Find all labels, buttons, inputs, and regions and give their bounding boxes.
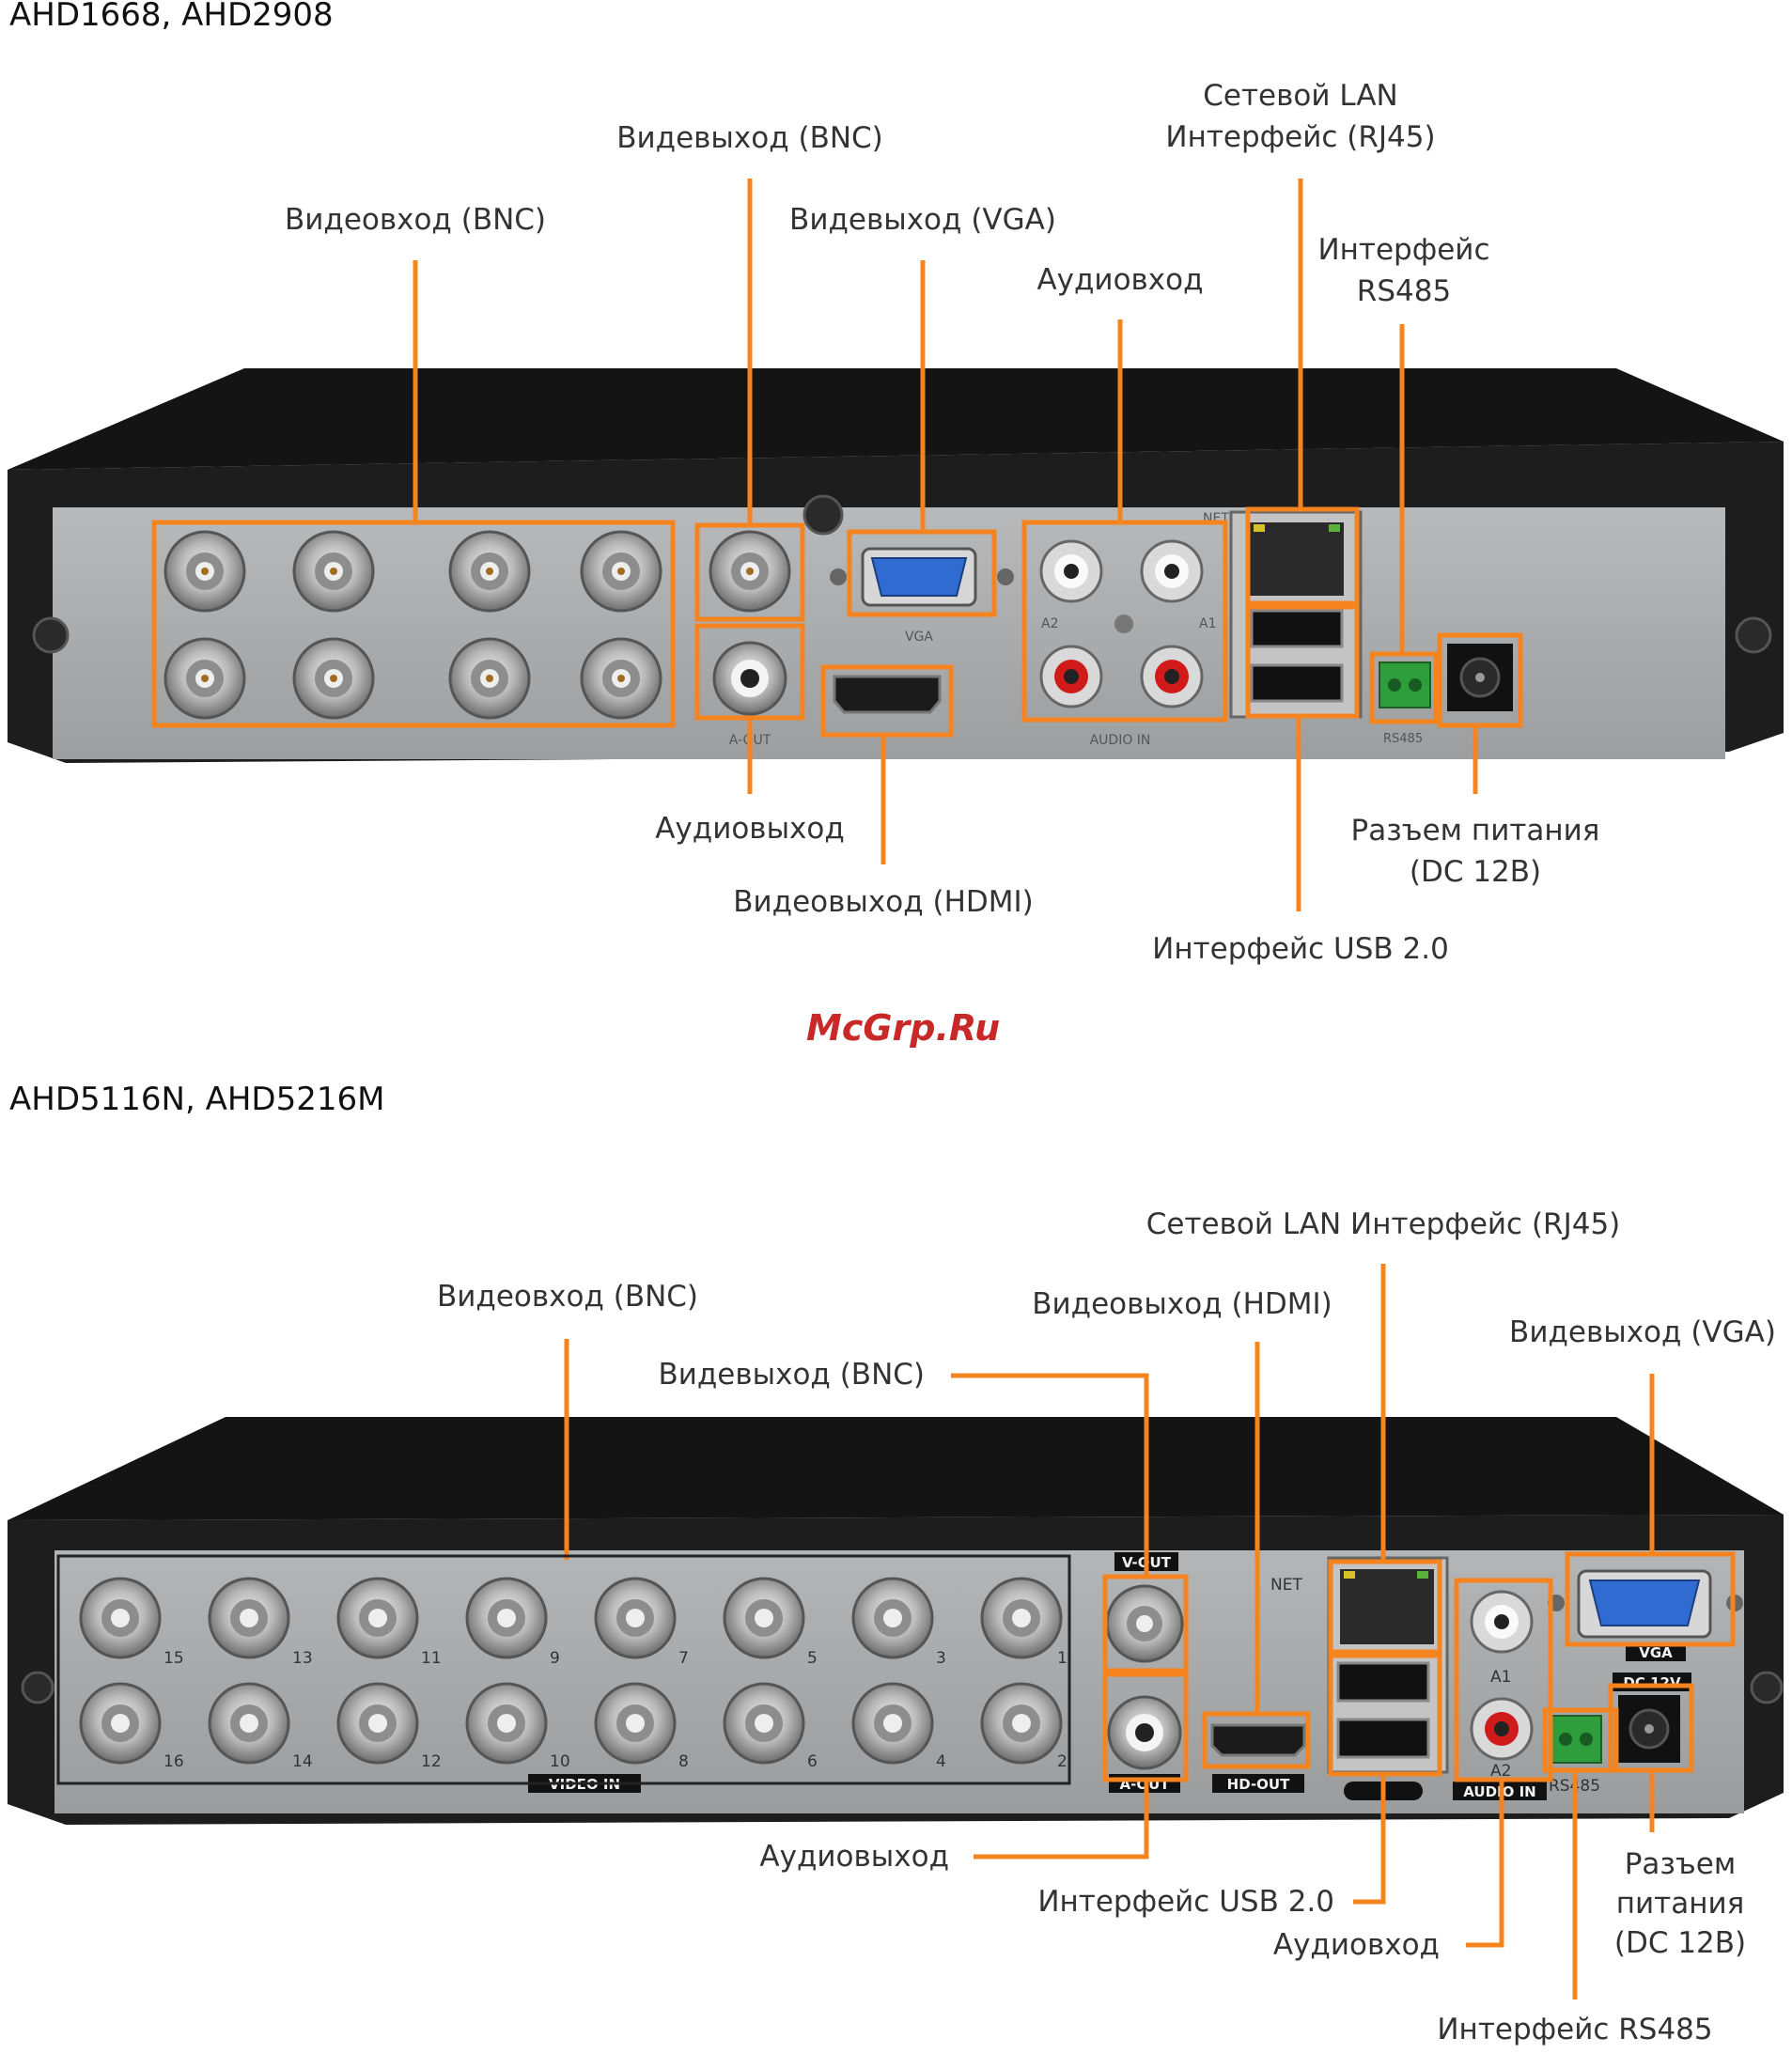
- top-audio-out-connector: [712, 641, 787, 716]
- bottom-label-audio-in: Аудиовход: [1272, 1928, 1440, 1962]
- top-bnc-inputs: [164, 530, 662, 720]
- top-mark-a2: A2: [1041, 616, 1058, 631]
- bottom-dc-connector: [1618, 1695, 1680, 1763]
- top-label-rs485-line2: RS485: [1356, 274, 1452, 308]
- top-label-rs485-line1: Интерфейс: [1317, 233, 1490, 267]
- watermark: McGrp.Ru: [806, 1007, 1001, 1049]
- top-audio-in-connectors: [1039, 539, 1204, 708]
- top-video-out-bnc-connector: [709, 530, 791, 613]
- top-title: AHD1668, AHD2908: [9, 0, 334, 34]
- top-mark-a1: A1: [1199, 616, 1216, 631]
- bottom-label-video-out-vga: Видевыход (VGA): [1509, 1315, 1776, 1349]
- top-mark-rs485: RS485: [1383, 732, 1423, 746]
- channel-number: 3: [936, 1649, 946, 1668]
- mark-a2: A2: [1490, 1762, 1511, 1781]
- bottom-label-audio-out: Аудиовыход: [759, 1840, 949, 1874]
- top-leader-lines: [413, 179, 1478, 911]
- bottom-audio-out-connector: [1107, 1695, 1182, 1770]
- bottom-video-in-outline: [56, 1554, 1071, 1785]
- top-label-audio-out: Аудиовыход: [655, 812, 845, 846]
- channel-number: 13: [292, 1649, 313, 1668]
- channel-number: 12: [421, 1752, 442, 1771]
- bottom-silkscreen-tags: V-OUT A-OUT HD-OUT VIDEO IN VGA DC 12V A…: [528, 1552, 1691, 1800]
- top-mark-vga: VGA: [905, 630, 933, 645]
- top-chassis-lid: [8, 368, 1784, 470]
- top-label-video-in: Видеовход (BNC): [284, 203, 547, 237]
- top-label-power-line2: (DC 12В): [1409, 855, 1542, 889]
- bottom-label-power-line1: Разъем: [1624, 1847, 1737, 1881]
- channel-number: 14: [292, 1752, 313, 1771]
- top-mark-audio-in: AUDIO IN: [1090, 733, 1151, 748]
- bottom-audio-in-connectors: [1470, 1590, 1534, 1761]
- bottom-channel-numbers: 15 13 11 9 7 5 3 1 16 14 12 10 8 6 4 2: [164, 1649, 1067, 1771]
- channel-number: 2: [1057, 1752, 1067, 1771]
- bottom-label-usb: Интерфейс USB 2.0: [1037, 1885, 1334, 1919]
- top-label-video-out-vga: Видевыход (VGA): [789, 203, 1056, 237]
- top-device-illustration: VGA AUDIO IN NET A-OUT A1 A2 RS485: [8, 179, 1784, 911]
- mark-hd-out: HD-OUT: [1227, 1776, 1290, 1793]
- top-net-usb-block: [1229, 510, 1363, 719]
- mark-vga: VGA: [1639, 1644, 1673, 1661]
- bottom-net-usb-block: [1327, 1556, 1449, 1774]
- bottom-label-video-out-hdmi: Видеовыход (HDMI): [1032, 1287, 1332, 1321]
- bottom-leader-lines: [564, 1264, 1655, 2000]
- bottom-label-lan: Сетевой LAN Интерфейс (RJ45): [1145, 1207, 1621, 1241]
- bottom-vga-connector: [1548, 1569, 1743, 1639]
- top-label-usb: Интерфейс USB 2.0: [1152, 932, 1449, 966]
- top-screws: [32, 494, 1772, 654]
- channel-number: 4: [936, 1752, 946, 1771]
- bottom-chassis-lid: [8, 1417, 1784, 1520]
- channel-number: 11: [421, 1649, 442, 1668]
- top-label-lan-line1: Сетевой LAN: [1203, 79, 1398, 113]
- top-rs485-terminal: [1379, 661, 1431, 708]
- bottom-label-video-in: Видеовход (BNC): [436, 1280, 699, 1314]
- top-vga-connector: [830, 547, 1014, 607]
- bottom-plain-marks: NET A1 A2 RS485: [1270, 1576, 1600, 1796]
- channel-number: 5: [807, 1649, 818, 1668]
- top-label-lan-line2: Интерфейс (RJ45): [1165, 120, 1436, 154]
- mark-net: NET: [1270, 1576, 1302, 1595]
- top-label-video-out-bnc: Видевыход (BNC): [616, 121, 883, 155]
- top-label-audio-in: Аудиовход: [1036, 263, 1204, 297]
- bottom-rs485-terminal: [1550, 1715, 1602, 1764]
- channel-number: 16: [164, 1752, 184, 1771]
- bottom-title: AHD5116N, AHD5216M: [9, 1081, 385, 1118]
- mark-a1: A1: [1490, 1668, 1511, 1687]
- channel-number: 8: [678, 1752, 689, 1771]
- bottom-hdmi-connector: [1210, 1723, 1306, 1757]
- bottom-bnc-inputs: [79, 1577, 1063, 1765]
- bottom-video-out-bnc-connector: [1105, 1584, 1184, 1663]
- top-dc-connector: [1447, 644, 1513, 711]
- top-hdmi-connector: [833, 675, 942, 714]
- top-label-power-line1: Разъем питания: [1350, 814, 1600, 848]
- bottom-label-rs485: Интерфейс RS485: [1437, 2013, 1713, 2046]
- bottom-screws: [21, 1671, 1784, 1704]
- bottom-label-video-out-bnc: Видевыход (BNC): [658, 1358, 925, 1392]
- channel-number: 9: [550, 1649, 560, 1668]
- channel-number: 15: [164, 1649, 184, 1668]
- bottom-label-power-line2: питания: [1615, 1887, 1745, 1921]
- mark-dc: DC 12V: [1623, 1674, 1681, 1691]
- channel-number: 10: [550, 1752, 570, 1771]
- channel-number: 1: [1057, 1649, 1067, 1668]
- top-label-video-out-hdmi: Видеовыход (HDMI): [733, 885, 1034, 919]
- bottom-label-power-line3: (DC 12В): [1613, 1926, 1747, 1960]
- channel-number: 6: [807, 1752, 818, 1771]
- channel-number: 7: [678, 1649, 689, 1668]
